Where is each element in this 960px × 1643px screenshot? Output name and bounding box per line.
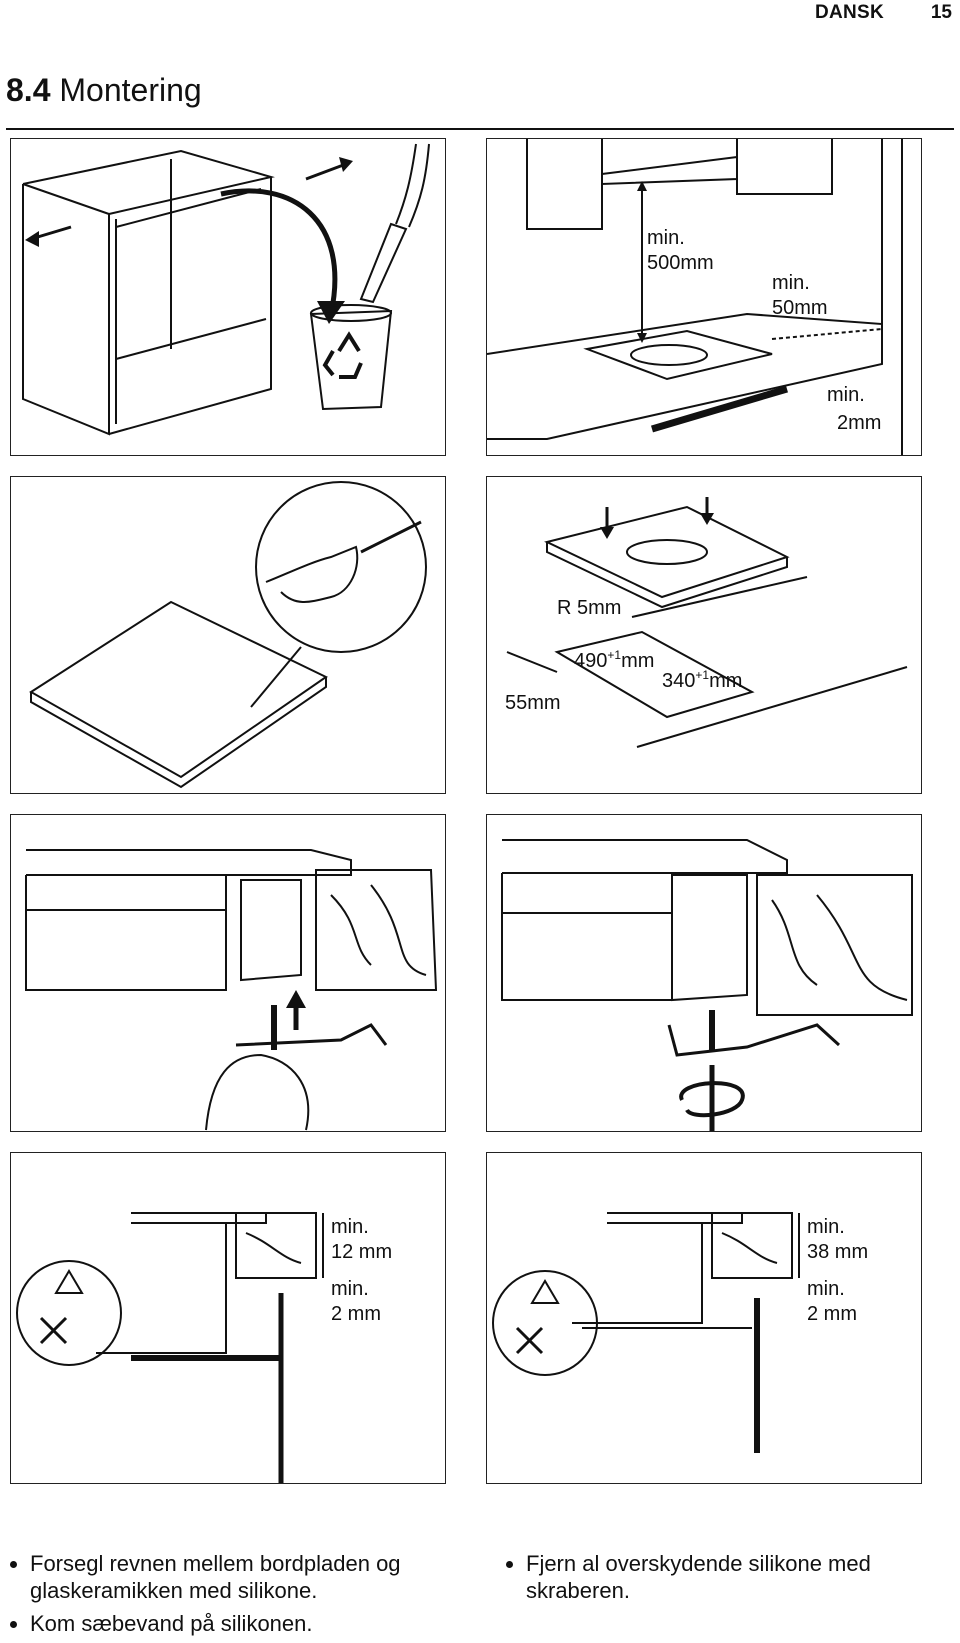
warning-circle (492, 1270, 598, 1376)
side-clip (671, 874, 748, 1002)
clearance-bottom-line2: 2 mm (331, 1303, 381, 1325)
cutout-width: 490+1mm (574, 648, 654, 672)
hand-lines (395, 143, 430, 228)
illustration-clearance-12mm: min. 12 mm min. 2 mm (10, 1152, 446, 1484)
cabinet-front (108, 177, 272, 435)
cutout-depth: 340+1mm (662, 668, 742, 692)
illustration-remove-rail (10, 138, 446, 456)
clearance-bottom-line1: min. (331, 1278, 369, 1300)
cabinet-side (22, 183, 110, 436)
warning-icon (530, 1279, 560, 1304)
hand-detail (265, 545, 359, 603)
illustration-seal (10, 476, 446, 794)
worktop-section (756, 874, 913, 1016)
hob-glass (131, 1212, 267, 1224)
rail-piece (359, 222, 408, 304)
clearance-hood-line2: 500mm (647, 252, 714, 274)
clearance-bottom-line2: 2 mm (807, 1303, 857, 1325)
hob-body (96, 1222, 227, 1354)
clearance-side-line1: min. (772, 272, 810, 294)
wall-cabinet-left (526, 139, 603, 230)
detail-circle (255, 481, 427, 653)
clearance-front-line1: min. (827, 384, 865, 406)
worktop-section (235, 1212, 317, 1279)
page-number: 15 (930, 2, 952, 23)
bracket (667, 1023, 841, 1057)
clearance-top-line2: 12 mm (331, 1241, 392, 1263)
drawer-rail (651, 385, 788, 433)
warning-circle (16, 1260, 122, 1366)
worktop-section (711, 1212, 793, 1279)
hob-cutout (583, 329, 773, 381)
bracket (235, 1023, 388, 1047)
clearance-bottom-line1: min. (807, 1278, 845, 1300)
cabinet-top (22, 149, 275, 215)
corner-radius: R 5mm (557, 597, 621, 619)
section-number: 8.4 (6, 72, 51, 108)
clearance-front-line2: 2mm (837, 412, 881, 434)
edge-distance: 55mm (505, 692, 561, 714)
curved-arrow (220, 188, 338, 315)
clearance-hood-line1: min. (647, 227, 685, 249)
wood-grain (771, 894, 908, 1001)
illustration-cutout-dimensions: R 5mm 490+1mm 340+1mm 55mm (486, 476, 922, 794)
page-header: DANSK 15 (0, 0, 960, 28)
side-clip (240, 879, 302, 982)
title-rule (6, 128, 954, 130)
hob-top (544, 505, 790, 599)
illustration-clearance-38mm: min. 38 mm min. 2 mm (486, 1152, 922, 1484)
worktop-section (315, 869, 438, 991)
illustration-tighten-screw (486, 814, 922, 1132)
instruction-item: Kom sæbevand på silikonen. (30, 1610, 470, 1637)
illustration-bracket-insert (10, 814, 446, 1132)
clearance-top-line1: min. (331, 1216, 369, 1238)
instruction-item: Forsegl revnen mellem bordpladen og glas… (30, 1550, 470, 1604)
recycle-icon (322, 331, 363, 379)
worktop (487, 312, 883, 440)
hob-glass (607, 1212, 743, 1224)
right-arrow (305, 162, 347, 181)
language-label: DANSK (814, 2, 884, 23)
clearance-side-line2: 50mm (772, 297, 828, 319)
clearance-top-line1: min. (807, 1216, 845, 1238)
wood-grain (330, 884, 427, 976)
clearance-top-line2: 38 mm (807, 1241, 868, 1263)
illustration-clearances: min. 500mm min. 50mm min. 2mm (486, 138, 922, 456)
section-heading: Montering (59, 72, 202, 108)
warning-icon (54, 1269, 84, 1294)
instructions-left: Forsegl revnen mellem bordpladen og glas… (0, 1550, 470, 1643)
hob-profile (26, 849, 352, 876)
section-title: 8.4 Montering (6, 72, 202, 109)
hand (205, 1053, 310, 1131)
instructions-right: Fjern al overskydende silikone med skrab… (496, 1550, 956, 1610)
hob-profile (502, 839, 788, 874)
wall-cabinet-right (736, 139, 833, 195)
hood (601, 155, 738, 186)
recycle-bin (309, 309, 393, 411)
instruction-item: Fjern al overskydende silikone med skrab… (526, 1550, 956, 1604)
cutout-outline (554, 630, 755, 719)
rotate-arrow (679, 1081, 745, 1118)
hob-body (25, 875, 227, 991)
hob-body (572, 1222, 703, 1324)
